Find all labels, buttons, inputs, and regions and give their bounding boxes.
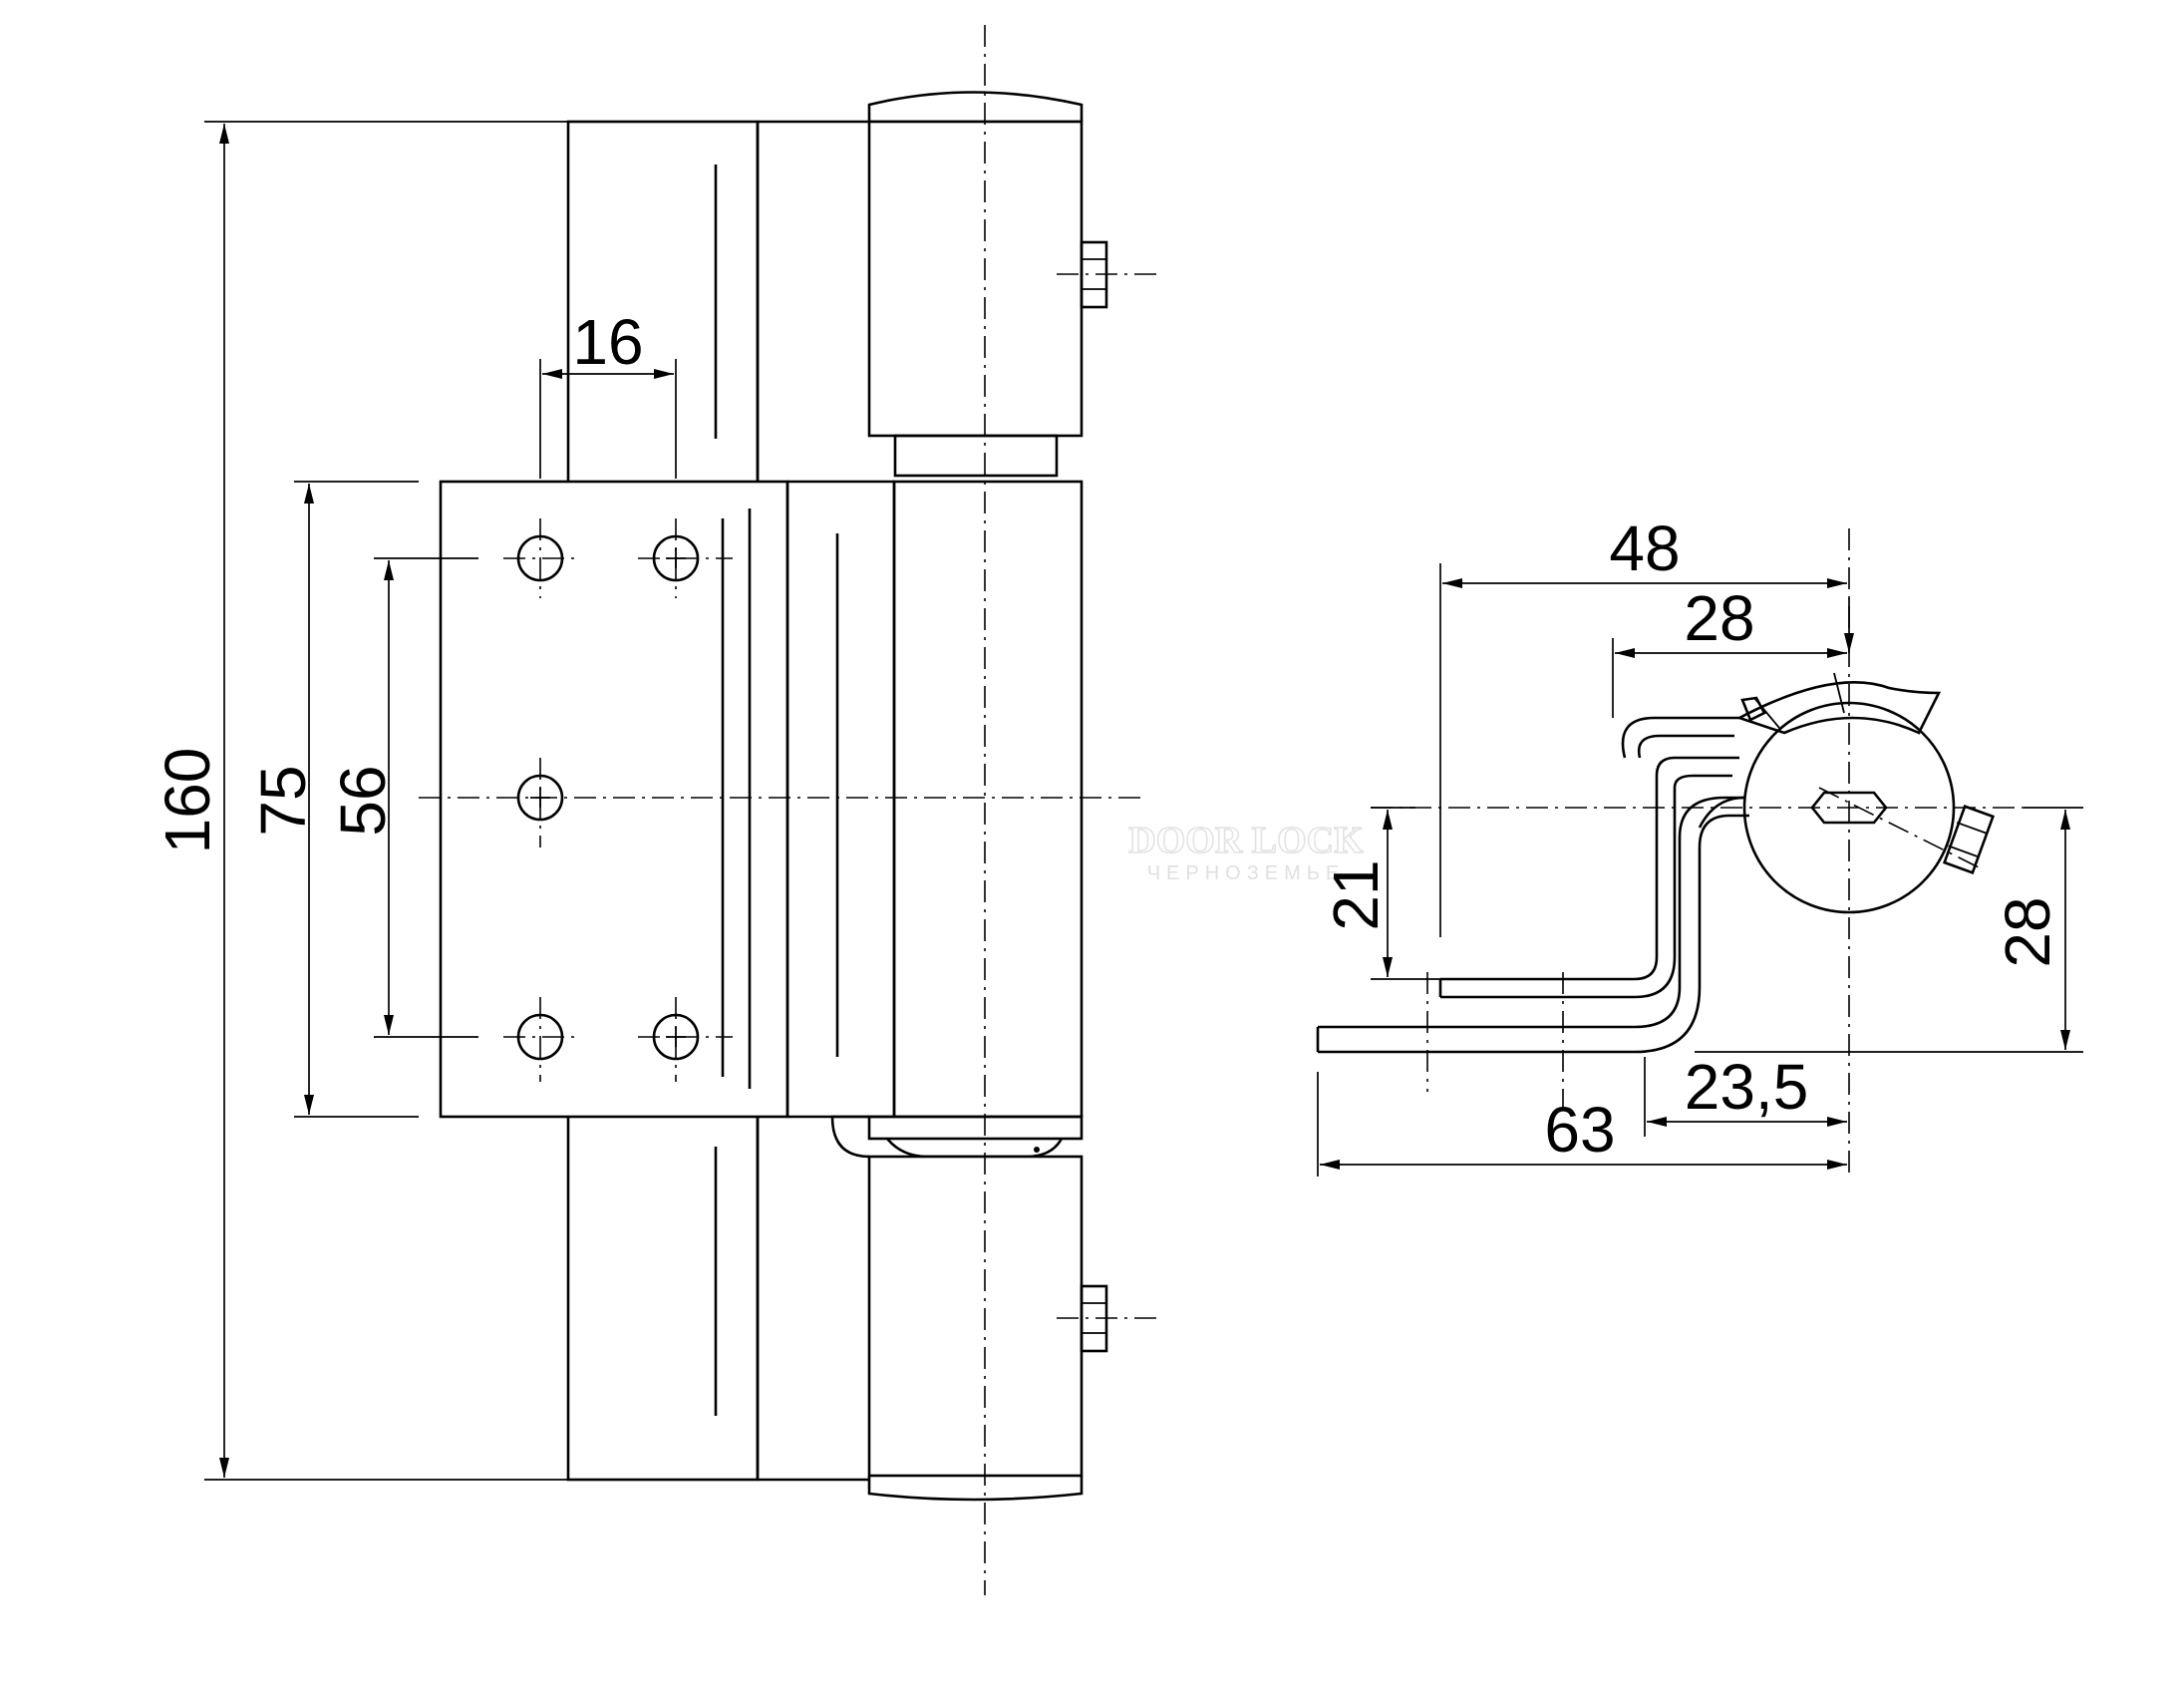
dim-label-23-5: 23,5 <box>1685 1051 1809 1123</box>
door-leaf-plate <box>439 480 894 1119</box>
watermark-line2: ЧЕРНОЗЕМЬЕ <box>1147 862 1346 884</box>
dim-label-28-top: 28 <box>1684 582 1754 654</box>
dim-label-63: 63 <box>1544 1094 1615 1166</box>
dim-28-top: 28 <box>1612 582 1854 718</box>
watermark-line1: DOOR LOCK <box>1128 820 1364 861</box>
middle-knuckle <box>830 480 1084 1159</box>
front-center-lines <box>419 25 1156 1595</box>
dim-label-56: 56 <box>327 765 399 836</box>
barrel <box>1735 672 1996 914</box>
front-view: 160 75 56 16 <box>152 25 1156 1595</box>
dim-23-5: 23,5 <box>1644 1051 1847 1137</box>
frame-leaf-profile <box>1438 716 1739 999</box>
dim-label-16: 16 <box>572 306 643 378</box>
dim-63: 63 <box>1317 1072 1847 1177</box>
dim-hole-offset: 16 <box>539 306 677 479</box>
dim-label-48: 48 <box>1609 512 1680 584</box>
dim-28-right: 28 <box>1695 807 2083 1053</box>
upper-knuckle <box>867 91 1108 478</box>
dim-total-height: 160 <box>152 121 568 1481</box>
dim-label-21: 21 <box>1320 859 1392 930</box>
dim-48: 48 <box>1439 512 1847 937</box>
lower-knuckle <box>867 1155 1108 1502</box>
dim-label-75: 75 <box>247 765 319 836</box>
watermark: DOOR LOCK ЧЕРНОЗЕМЬЕ <box>1128 819 1365 884</box>
dim-label-28-right: 28 <box>1992 896 2063 967</box>
dim-label-160: 160 <box>152 748 223 854</box>
door-leaf-profile <box>1316 796 1749 1054</box>
dim-21: 21 <box>1320 807 1440 980</box>
dim-plate-height: 75 <box>247 481 419 1118</box>
side-view: 48 28 21 28 23,5 <box>1316 512 2083 1177</box>
dim-hole-spacing: 56 <box>327 557 478 1038</box>
